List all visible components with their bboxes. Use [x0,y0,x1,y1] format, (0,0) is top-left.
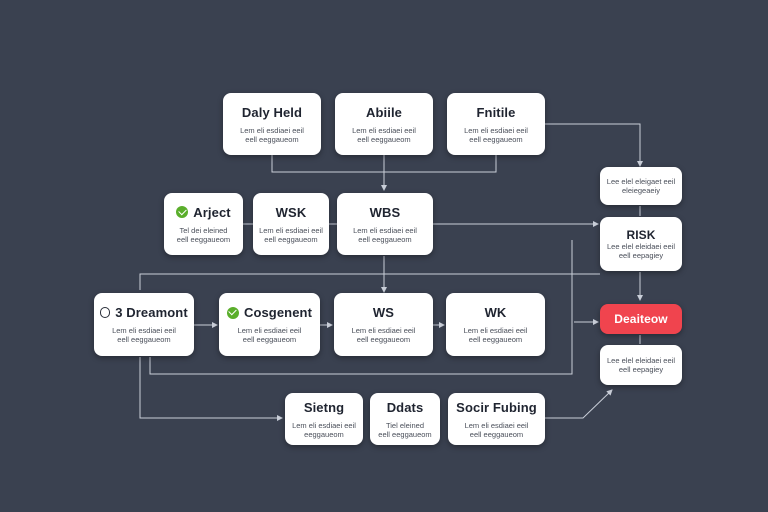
node-fnitile[interactable]: Fnitile Lem eli esdiaei eeil eell eeggau… [447,93,545,155]
node-title: Daly Held [241,104,303,120]
node-title: Abiile [366,104,402,120]
node-description: Lem eli esdiaei eeil eell eeggaueom [237,326,302,344]
node-cosgenent[interactable]: Cosgenent Lem eli esdiaei eeil eell eegg… [219,293,320,356]
node-description: Lem eli esdiaei eeil eeggaueom [292,420,356,439]
node-description: Lem eli esdiaei eeil eell eeggaueom [259,225,323,244]
node-title: Fnitile [476,104,516,120]
node-description: Lem eli esdiaei eeil eell eeggaueom [463,326,528,344]
node-title: RISK [626,228,656,242]
node-title: Sietng [303,399,345,415]
node-title: WS [372,305,395,320]
connector [139,357,283,421]
node-title: WSK [275,204,307,220]
connector [545,123,643,167]
node-description: Lee elel eleigaet eeil eleiegeaeiy [606,177,676,195]
check-circle-icon [226,306,239,319]
node-risk[interactable]: RISK Lee elel eleidaei eeil eell eepagie… [600,217,682,271]
node-wk[interactable]: WK Lem eli esdiaei eeil eell eeggaueom [446,293,545,356]
node-deaiteow[interactable]: Deaiteow [600,304,682,334]
node-title: Ddats [386,399,424,415]
node-abiile[interactable]: Abiile Lem eli esdiaei eeil eell eeggaue… [335,93,433,155]
node-title: WK [484,305,507,320]
node-ws[interactable]: WS Lem eli esdiaei eeil eell eeggaueom [334,293,433,356]
node-description: Lem eli esdiaei eeil eell eeggaueom [240,125,304,144]
node-arject[interactable]: Arject Tel dei eleined eell eeggaueom [164,193,243,255]
node-socir-fubing[interactable]: Socir Fubing Lem eli esdiaei eeil eell e… [448,393,545,445]
connector [139,273,600,290]
connector [149,240,573,375]
node-title: Cosgenent [226,305,313,320]
connector [545,389,613,419]
node-description: Lem eli esdiaei eeil eell eeggaueom [352,125,416,144]
node-daily-held[interactable]: Daly Held Lem eli esdiaei eeil eell eegg… [223,93,321,155]
node-wsk[interactable]: WSK Lem eli esdiaei eeil eell eeggaueom [253,193,329,255]
node-dreamont[interactable]: 3 Dreamont Lem eli esdiaei eeil eell eeg… [94,293,194,356]
check-circle-icon [176,206,189,218]
node-bottom-note[interactable]: Lee elel eleidaei eeil eell eepagiey [600,345,682,385]
node-sietng[interactable]: Sietng Lem eli esdiaei eeil eeggaueom [285,393,363,445]
node-title-text: Arject [193,204,231,220]
node-title: Socir Fubing [456,399,537,415]
node-description: Tiel eleined eell eeggaueom [378,420,432,439]
node-title: WBS [369,204,401,220]
node-description: Lem eli esdiaei eeil eell eeggaueom [351,326,416,344]
node-wbs[interactable]: WBS Lem eli esdiaei eeil eell eeggaueom [337,193,433,255]
node-description: Lem eli esdiaei eeil eell eeggaueom [464,420,529,439]
node-top-note[interactable]: Lee elel eleigaet eeil eleiegeaeiy [600,167,682,205]
node-title: Deaiteow [614,312,668,326]
node-description: Lem eli esdiaei eeil eell eeggaueom [112,326,176,344]
node-title: 3 Dreamont [100,305,188,320]
node-description: Lem eli esdiaei eeil eell eeggaueom [353,225,417,244]
node-title: Arject [176,204,231,220]
node-description: Lee elel eleidaei eeil eell eepagiey [607,356,675,374]
node-title-text: Cosgenent [243,305,313,320]
document-icon [100,307,111,318]
node-description: Lem eli esdiaei eeil eell eeggaueom [464,125,528,144]
node-dbdats[interactable]: Ddats Tiel eleined eell eeggaueom [370,393,440,445]
node-description: Tel dei eleined eell eeggaueom [176,225,231,244]
node-description: Lee elel eleidaei eeil eell eepagiey [607,242,675,260]
node-title-text: 3 Dreamont [115,305,188,320]
